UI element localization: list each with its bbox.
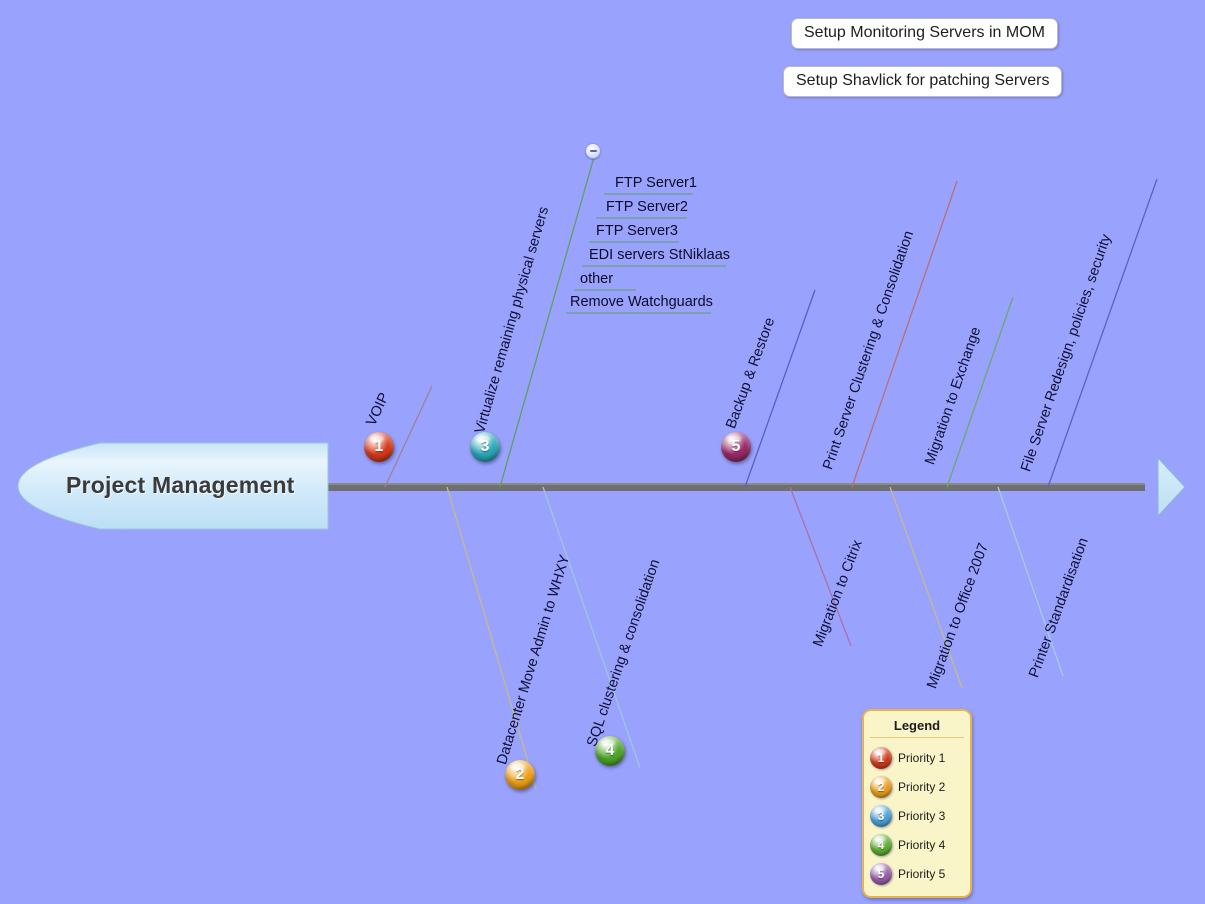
sub-branch-label-ftp-server1[interactable]: FTP Server1 xyxy=(615,175,697,191)
priority-badge-sql-clustering[interactable]: 4 xyxy=(595,736,625,766)
priority-badge-number: 3 xyxy=(480,438,490,455)
note-box-shavlick[interactable]: Setup Shavlick for patching Servers xyxy=(783,66,1063,98)
note-text: Setup Monitoring Servers in MOM xyxy=(804,24,1045,41)
legend-badge-3: 3 xyxy=(870,804,892,827)
branch-line-backup xyxy=(744,289,816,488)
priority-badge-number: 5 xyxy=(731,438,741,455)
branch-label-migration-citrix[interactable]: Migration to Citrix xyxy=(810,537,866,650)
priority-badge-voip[interactable]: 1 xyxy=(364,432,394,462)
branch-label-voip[interactable]: VOIP xyxy=(363,390,393,429)
sub-branch-label-ftp-server3[interactable]: FTP Server3 xyxy=(596,223,678,239)
legend-badge-number: 5 xyxy=(877,866,885,881)
legend-item: 5 Priority 5 xyxy=(870,859,964,888)
minus-glyph xyxy=(589,150,597,152)
branch-label-datacenter-move[interactable]: Datacenter Move Admin to WHXY xyxy=(494,552,574,767)
branch-line-printer-std xyxy=(997,486,1064,677)
legend-label: Priority 5 xyxy=(898,866,946,881)
sub-branch-label-remove-watchguards[interactable]: Remove Watchguards xyxy=(570,294,713,310)
spine-bar xyxy=(300,483,1145,491)
legend-badge-number: 3 xyxy=(877,808,885,823)
tail-arrowhead xyxy=(1157,456,1186,518)
legend-badge-5: 5 xyxy=(870,862,892,885)
branch-label-migration-office2007[interactable]: Migration to Office 2007 xyxy=(924,541,992,691)
legend-item: 2 Priority 2 xyxy=(870,772,964,801)
legend-label: Priority 4 xyxy=(898,837,946,852)
priority-badge-number: 4 xyxy=(605,742,615,759)
sub-branch-label-edi-servers[interactable]: EDI servers StNiklaas xyxy=(589,247,731,263)
legend-badge-number: 2 xyxy=(877,779,885,794)
legend-badge-number: 1 xyxy=(877,750,885,765)
legend-label: Priority 3 xyxy=(898,808,946,823)
note-box-monitoring[interactable]: Setup Monitoring Servers in MOM xyxy=(791,18,1058,50)
legend-label: Priority 2 xyxy=(898,779,946,794)
branch-line-datacenter xyxy=(446,486,537,790)
branch-label-print-server[interactable]: Print Server Clustering & Consolidation xyxy=(820,228,918,472)
priority-badge-backup-restore[interactable]: 5 xyxy=(721,432,751,462)
branch-label-file-server-redesign[interactable]: File Server Redesign, policies, security xyxy=(1018,232,1115,474)
priority-badge-number: 1 xyxy=(374,438,384,455)
legend-label: Priority 1 xyxy=(898,750,946,765)
legend-badge-2: 2 xyxy=(870,775,892,798)
priority-badge-number: 2 xyxy=(515,766,525,783)
legend-item: 3 Priority 3 xyxy=(870,801,964,830)
sub-branch-label-ftp-server2[interactable]: FTP Server2 xyxy=(606,199,688,215)
priority-badge-datacenter-move[interactable]: 2 xyxy=(505,760,535,790)
legend-item: 4 Priority 4 xyxy=(870,830,964,859)
legend-panel: Legend 1 Priority 1 2 Priority 2 3 Prior… xyxy=(862,709,972,898)
page-title: Project Management xyxy=(66,472,295,498)
sub-branch-label-other[interactable]: other xyxy=(580,271,614,287)
branch-line-voip xyxy=(384,385,433,488)
legend-badge-number: 4 xyxy=(877,837,885,852)
minus-circle-icon[interactable] xyxy=(585,143,601,159)
legend-item: 1 Priority 1 xyxy=(870,743,964,772)
branch-label-printer-standardisation[interactable]: Printer Standardisation xyxy=(1026,535,1092,680)
branch-label-virtualize[interactable]: Virtualize remaining physical servers xyxy=(472,205,553,436)
branch-label-sql-clustering[interactable]: SQL clustering & consolidation xyxy=(584,557,664,749)
branch-label-migration-exchange[interactable]: Migration to Exchange xyxy=(922,325,985,467)
legend-badge-4: 4 xyxy=(870,833,892,856)
priority-badge-virtualize[interactable]: 3 xyxy=(470,432,500,462)
legend-title: Legend xyxy=(870,718,964,738)
note-text: Setup Shavlick for patching Servers xyxy=(796,72,1050,89)
legend-badge-1: 1 xyxy=(870,746,892,769)
branch-label-backup-restore[interactable]: Backup & Restore xyxy=(723,315,779,431)
